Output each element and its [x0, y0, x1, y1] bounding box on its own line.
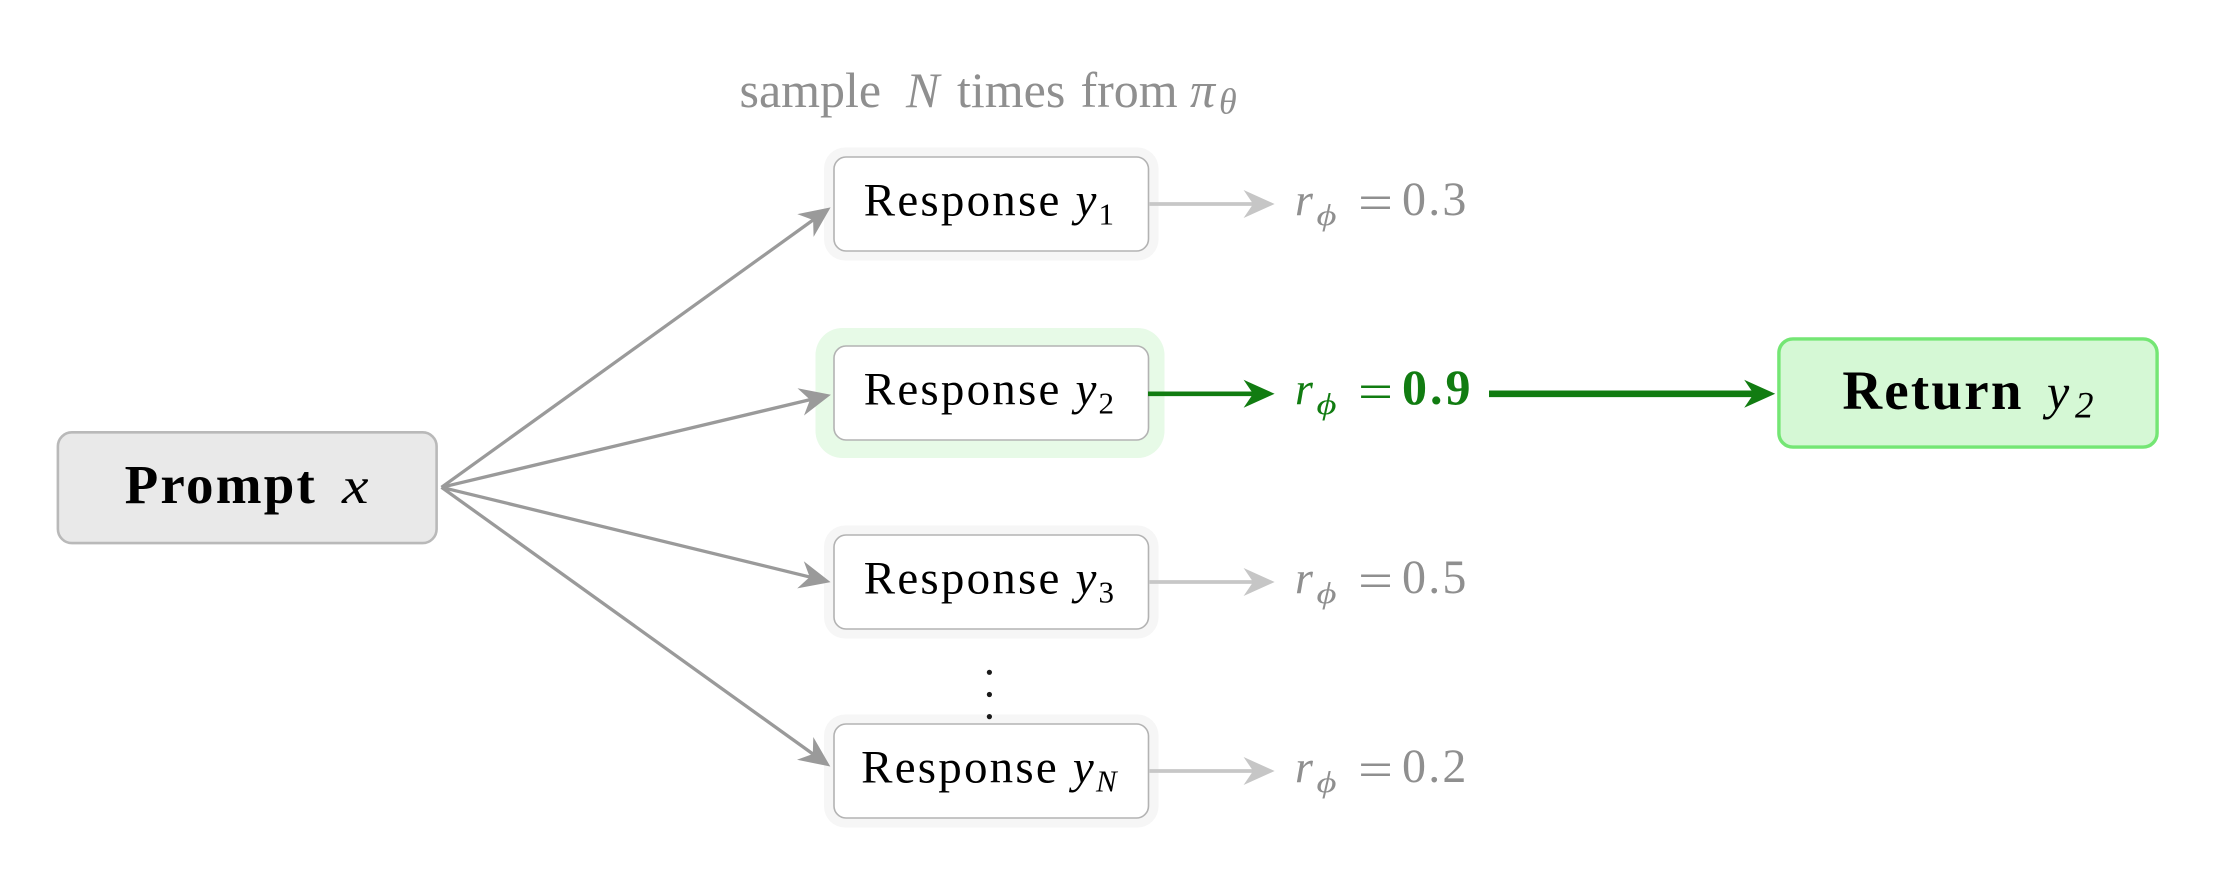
svg-text:Response y2: Response y2 [864, 363, 1116, 420]
svg-text:0.2: 0.2 [1402, 740, 1469, 793]
svg-text:0.3: 0.3 [1402, 173, 1469, 226]
svg-text:ϕ: ϕ [1317, 388, 1337, 421]
svg-text:Prompt: Prompt [125, 454, 317, 515]
svg-text:Response y3: Response y3 [864, 552, 1116, 609]
svg-text:r: r [1295, 363, 1314, 414]
svg-text:Response y1: Response y1 [864, 174, 1116, 231]
svg-text:0.5: 0.5 [1402, 551, 1469, 604]
svg-text:from: from [1081, 62, 1178, 118]
svg-text:θ: θ [1219, 82, 1237, 122]
svg-text:ϕ: ϕ [1317, 199, 1337, 232]
svg-text:=: = [1358, 364, 1393, 420]
svg-text:Response yN: Response yN [861, 741, 1119, 798]
svg-text:ϕ: ϕ [1317, 766, 1337, 799]
svg-text:π: π [1190, 62, 1217, 118]
svg-text:0.9: 0.9 [1402, 359, 1474, 415]
svg-text:=: = [1358, 553, 1393, 609]
svg-text:=: = [1358, 175, 1393, 231]
svg-text:r: r [1295, 741, 1314, 792]
svg-text:2: 2 [2075, 386, 2094, 427]
svg-text:N: N [905, 62, 942, 118]
svg-text:y: y [2042, 364, 2070, 420]
svg-text:ϕ: ϕ [1317, 577, 1337, 610]
svg-text:sample: sample [740, 62, 882, 118]
svg-text:r: r [1295, 552, 1314, 603]
svg-text:x: x [341, 458, 369, 515]
svg-text:r: r [1295, 174, 1314, 225]
svg-text:=: = [1358, 742, 1393, 798]
svg-text:times: times [957, 62, 1065, 118]
svg-text:Return: Return [1842, 360, 2023, 421]
